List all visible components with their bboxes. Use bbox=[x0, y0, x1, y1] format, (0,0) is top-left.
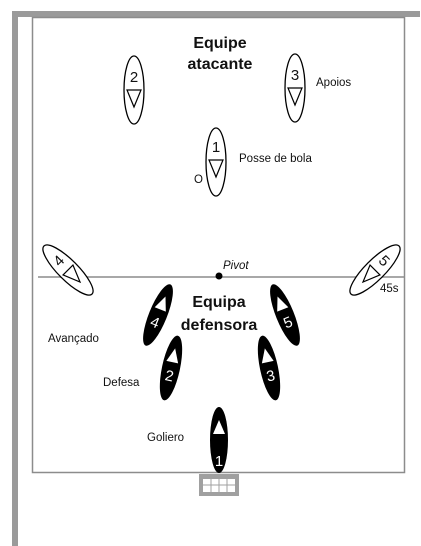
ball-symbol: O bbox=[194, 174, 203, 186]
outer-frame-top bbox=[12, 11, 420, 17]
label-apoios: Apoios bbox=[316, 77, 351, 89]
attacker-player-4: 4 bbox=[42, 244, 94, 296]
defender-player-4: 4 bbox=[143, 284, 173, 346]
outer-frame-left bbox=[12, 11, 18, 546]
defender-player-3: 3 bbox=[257, 335, 281, 401]
defending-team-title-line2: defensora bbox=[181, 317, 258, 334]
label-pivot: Pivot bbox=[223, 260, 249, 272]
label-posse-de-bola: Posse de bola bbox=[239, 153, 312, 165]
defender-player-2-number: 2 bbox=[163, 367, 175, 385]
attacker-player-2-number: 2 bbox=[130, 69, 138, 86]
label-45s: 45s bbox=[380, 283, 399, 295]
defender-player-5: 5 bbox=[270, 284, 300, 346]
attacking-team-title-line1: Equipe bbox=[193, 35, 246, 52]
court-boundary bbox=[31, 16, 406, 474]
goal-icon bbox=[199, 474, 239, 496]
pivot-point bbox=[215, 272, 223, 280]
label-avancado: Avançado bbox=[48, 333, 99, 345]
attacker-player-2: 2 bbox=[123, 55, 145, 125]
attacker-player-3: 3 bbox=[284, 53, 306, 123]
defender-player-2: 2 bbox=[159, 335, 183, 401]
attacker-player-1-number: 1 bbox=[212, 139, 220, 156]
label-defesa: Defesa bbox=[103, 377, 140, 389]
attacking-team-title-line2: atacante bbox=[188, 56, 253, 73]
defender-player-1-number: 1 bbox=[215, 453, 223, 470]
defending-team-title-line1: Equipa bbox=[192, 294, 245, 311]
defender-player-3-number: 3 bbox=[265, 367, 277, 385]
attacker-player-3-number: 3 bbox=[291, 67, 299, 84]
attacker-player-1: 1 bbox=[205, 127, 227, 197]
defender-player-1-goalkeeper: 1 bbox=[210, 407, 228, 473]
attacker-player-5: 5 bbox=[349, 244, 401, 296]
label-goliero: Goliero bbox=[147, 432, 184, 444]
